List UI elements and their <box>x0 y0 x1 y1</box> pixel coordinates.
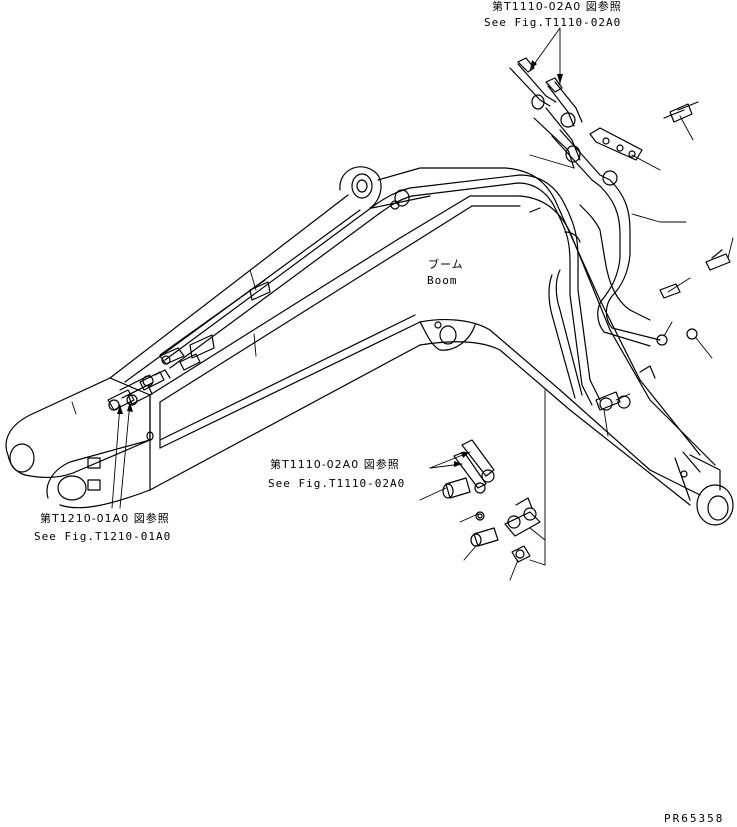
mid-ref-en: See Fig.T1110-02A0 <box>268 477 406 490</box>
boom-pipes <box>159 63 661 406</box>
top-ref-jp: 第T1110-02A0 図参照 <box>492 0 622 13</box>
top-right-parts <box>517 57 731 411</box>
top-ref-en: See Fig.T1110-02A0 <box>484 16 622 29</box>
boom-label-jp: ブーム <box>428 258 464 271</box>
lower-parts <box>442 439 541 563</box>
left-fittings <box>107 347 201 411</box>
left-ref-jp: 第T1210-01A0 図参照 <box>40 512 170 525</box>
left-ref-en: See Fig.T1210-01A0 <box>34 530 172 543</box>
arrowheads <box>117 60 563 467</box>
drawing-code: PR65358 <box>664 812 725 825</box>
mid-ref-jp: 第T1110-02A0 図参照 <box>270 458 400 471</box>
leader-lines <box>71 27 734 581</box>
boom-body <box>5 166 734 526</box>
boom-label-en: Boom <box>427 274 458 287</box>
